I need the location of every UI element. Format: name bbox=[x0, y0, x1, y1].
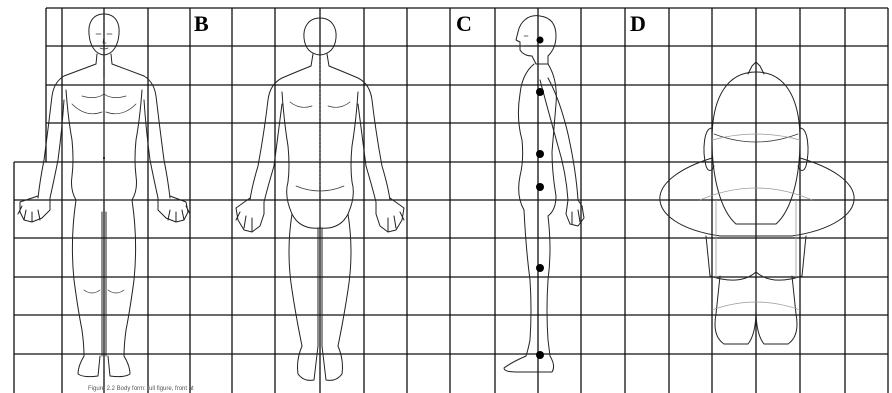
panel-label-d: D bbox=[630, 11, 646, 36]
alignment-marker-shoulder bbox=[536, 88, 544, 96]
alignment-marker-waist bbox=[536, 150, 544, 158]
figure-top-view: D bbox=[630, 11, 854, 344]
side-foot bbox=[504, 356, 554, 372]
figure-front-view: Figure 2.2 Body form: full figure, front… bbox=[18, 14, 194, 392]
figure-caption: Figure 2.2 Body form: full figure, front… bbox=[88, 386, 194, 392]
alignment-marker-ankle bbox=[536, 351, 544, 359]
alignment-marker-hip bbox=[536, 183, 544, 191]
alignment-marker-ear bbox=[537, 37, 544, 44]
side-head bbox=[516, 16, 556, 64]
alignment-marker-knee bbox=[536, 264, 544, 272]
front-left-arm bbox=[38, 96, 64, 198]
figure-side-view: C bbox=[456, 11, 584, 372]
panel-label-b: B bbox=[194, 11, 209, 36]
reference-grid bbox=[14, 8, 888, 393]
figure-back-view: B bbox=[194, 11, 404, 380]
panel-label-c: C bbox=[456, 11, 472, 36]
back-left-hand bbox=[236, 198, 264, 232]
side-leg bbox=[524, 210, 550, 356]
back-right-hand bbox=[376, 198, 404, 232]
